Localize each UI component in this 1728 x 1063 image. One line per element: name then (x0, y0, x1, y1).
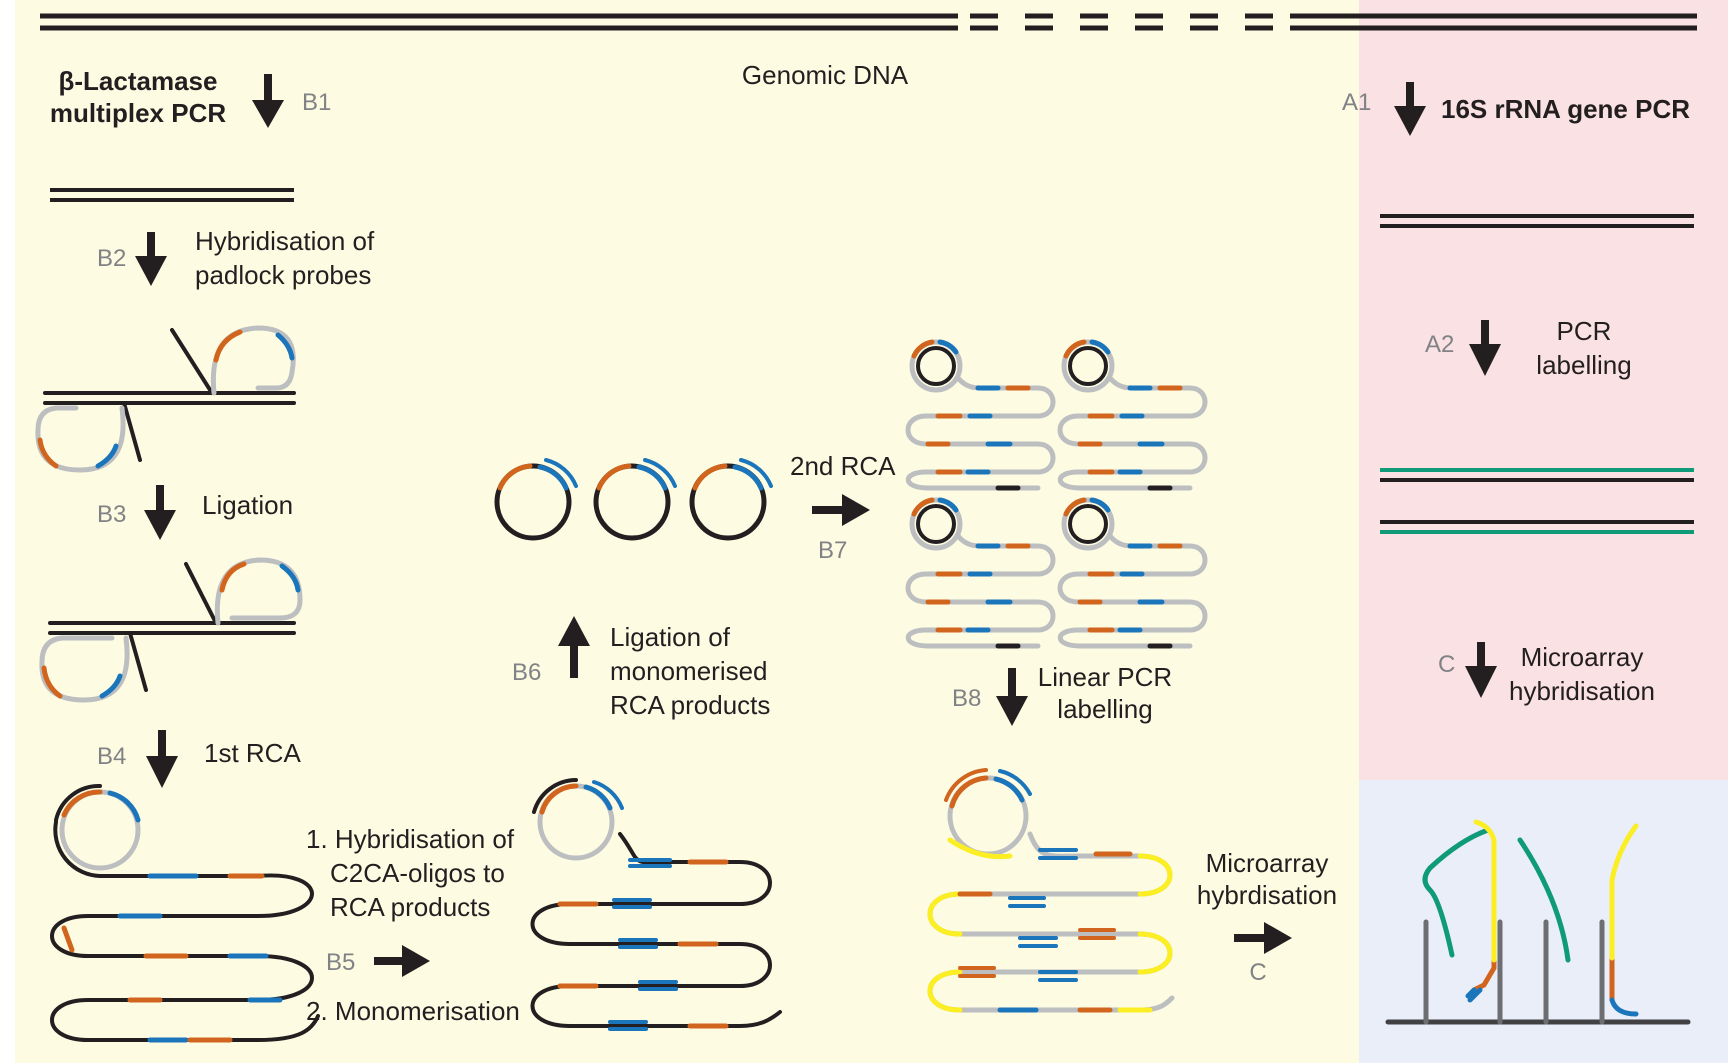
b8-text-line1: Linear PCR (1038, 662, 1172, 692)
b2-text-line2: padlock probes (195, 260, 371, 290)
genomic-dna-gap-dashes (970, 13, 1273, 31)
padlock-pathway-panel (15, 0, 1359, 1063)
b3-text: Ligation (202, 490, 293, 520)
hybridised-padlock-probes (35, 325, 296, 473)
rca-coil (1057, 339, 1208, 491)
b8-text-line2: labelling (1057, 694, 1152, 724)
c-left-arrow-icon (1234, 922, 1292, 954)
step-a1-label: A1 (1342, 89, 1371, 116)
b5-text-line2: C2CA-oligos to (330, 858, 505, 888)
b7-arrow-icon (812, 494, 870, 526)
labelled-16s-amplicons (1380, 468, 1694, 534)
b7-text: 2nd RCA (790, 451, 896, 481)
b2-arrow-icon (135, 232, 167, 286)
step-b5-label: B5 (326, 949, 355, 976)
step-b4-label: B4 (97, 743, 126, 770)
b3-arrow-icon (144, 485, 176, 540)
a1-arrow-icon (1394, 82, 1426, 136)
b2-text-line1: Hybridisation of (195, 226, 375, 256)
multiplex-pcr-title-line1: β-Lactamase (59, 66, 218, 96)
labelled-rca-product (927, 768, 1175, 1013)
c-right-text-line2: hybridisation (1509, 676, 1655, 706)
rca-coil (905, 497, 1056, 649)
b5-text-line4: 2. Monomerisation (306, 996, 520, 1026)
b5-text-line3: RCA products (330, 892, 490, 922)
pcr-amplicon-double-strand (50, 188, 294, 202)
b4-text: 1st RCA (204, 738, 301, 768)
b1-arrow-icon (252, 74, 284, 128)
monomer-circle (593, 458, 677, 541)
b8-arrow-icon (996, 668, 1028, 726)
step-b8-label: B8 (952, 685, 981, 712)
a2-arrow-icon (1469, 320, 1501, 376)
a2-text-line2: labelling (1536, 350, 1631, 380)
monomer-circle (689, 458, 773, 541)
second-rca-products (905, 339, 1208, 649)
step-b2-label: B2 (97, 245, 126, 272)
multiplex-pcr-title-line2: multiplex PCR (50, 98, 226, 128)
a2-text-line1: PCR (1557, 316, 1612, 346)
step-b7-label: B7 (818, 537, 847, 564)
rca-coil (1057, 497, 1208, 649)
step-b1-label: B1 (302, 89, 331, 116)
step-b6-label: B6 (512, 659, 541, 686)
c-right-arrow-icon (1465, 642, 1497, 698)
c-left-text-line2: hybrdisation (1197, 880, 1337, 910)
c-left-text-line1: Microarray (1206, 848, 1329, 878)
first-rca-product (50, 783, 320, 1043)
pcr-pathway-panel (1359, 0, 1728, 780)
genomic-dna-strand (40, 13, 1697, 31)
b5-arrow-icon (374, 945, 430, 977)
ligated-padlock-probes (39, 557, 303, 703)
a1-text: 16S rRNA gene PCR (1441, 94, 1690, 124)
b6-text-line2: monomerised (610, 656, 768, 686)
genomic-dna-label: Genomic DNA (742, 60, 909, 90)
c2ca-hybridised-rca-product (530, 778, 782, 1031)
b6-text-line1: Ligation of (610, 622, 731, 652)
b6-arrow-icon (558, 616, 590, 678)
rca-coil (905, 339, 1056, 491)
b6-text-line3: RCA products (610, 690, 770, 720)
monomer-circle (494, 458, 578, 541)
ligated-monomer-circles (494, 458, 773, 541)
step-c-left-label: C (1249, 959, 1266, 986)
c-right-text-line1: Microarray (1521, 642, 1644, 672)
16s-amplicon-double-strand (1380, 214, 1694, 228)
microarray-surface-illustration (1385, 819, 1691, 1025)
step-b3-label: B3 (97, 501, 126, 528)
step-c-right-label: C (1438, 651, 1455, 678)
step-a2-label: A2 (1425, 331, 1454, 358)
b4-arrow-icon (146, 730, 178, 788)
b5-text-line1: 1. Hybridisation of (306, 824, 515, 854)
